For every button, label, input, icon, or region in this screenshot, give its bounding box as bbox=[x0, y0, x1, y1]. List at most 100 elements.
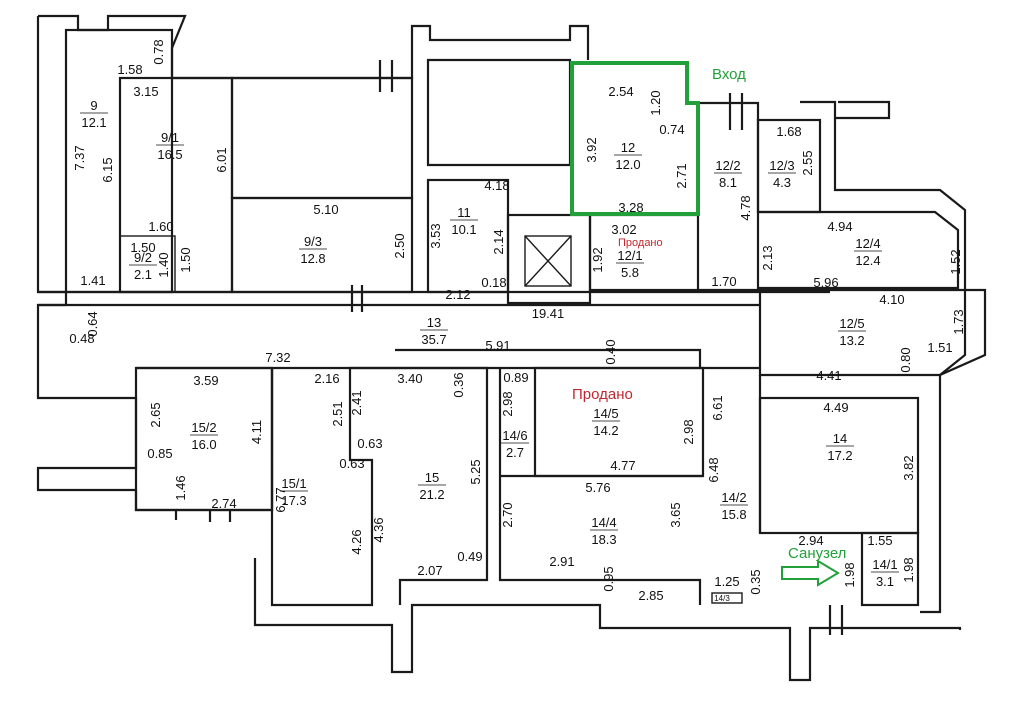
dimension-label: 7.37 bbox=[72, 145, 87, 170]
dimension-label: 1.98 bbox=[901, 557, 916, 582]
dimension-label: 5.76 bbox=[585, 480, 610, 495]
room-area-label: 21.2 bbox=[419, 487, 444, 502]
dimension-label: 1.40 bbox=[156, 252, 171, 277]
dimension-label: 4.94 bbox=[827, 219, 852, 234]
dimension-label: 4.18 bbox=[484, 178, 509, 193]
room-area-label: 5.8 bbox=[621, 265, 639, 280]
dimension-label: 6.61 bbox=[710, 395, 725, 420]
dimension-label: 0.63 bbox=[339, 456, 364, 471]
room-id-label: 11 bbox=[457, 205, 471, 220]
room-id-label: 14/6 bbox=[502, 428, 527, 443]
dimension-label: 2.98 bbox=[681, 419, 696, 444]
dimension-label: 4.78 bbox=[738, 195, 753, 220]
room-id-label: 9/3 bbox=[304, 234, 322, 249]
room-id-label: 15 bbox=[425, 470, 439, 485]
room-area-label: 2.1 bbox=[134, 267, 152, 282]
room-id-label: 12/2 bbox=[715, 158, 740, 173]
room-area-label: 15.8 bbox=[721, 507, 746, 522]
room-area-label: 16.0 bbox=[191, 437, 216, 452]
room-area-label: 4.3 bbox=[773, 175, 791, 190]
room-area-label: 16.5 bbox=[157, 147, 182, 162]
room-id-label: 15/1 bbox=[281, 476, 306, 491]
dimension-label: 3.15 bbox=[133, 84, 158, 99]
dimension-label: 7.32 bbox=[265, 350, 290, 365]
dimension-label: 1.52 bbox=[948, 249, 963, 274]
dimension-label: 2.74 bbox=[211, 496, 236, 511]
dimension-label: 1.70 bbox=[711, 274, 736, 289]
room-id-label: 14/2 bbox=[721, 490, 746, 505]
room-id-label: 12 bbox=[621, 140, 635, 155]
room-id-label: 14/1 bbox=[872, 557, 897, 572]
dimension-label: 3.53 bbox=[428, 223, 443, 248]
dimension-label: 5.25 bbox=[468, 459, 483, 484]
dimension-label: 0.74 bbox=[659, 122, 684, 137]
dimension-label: 1.58 bbox=[117, 62, 142, 77]
dimension-label: 2.13 bbox=[760, 245, 775, 270]
room-id-label: 14 bbox=[833, 431, 847, 446]
dimension-label: 2.14 bbox=[491, 229, 506, 254]
dimension-label: 6.48 bbox=[706, 457, 721, 482]
dimension-label: 19.41 bbox=[532, 306, 565, 321]
dimension-label: 1.46 bbox=[173, 475, 188, 500]
dimension-label: 1.20 bbox=[648, 90, 663, 115]
highlighted-room-outline bbox=[570, 61, 700, 216]
dimension-label: 2.71 bbox=[674, 163, 689, 188]
dimension-label: 4.26 bbox=[349, 529, 364, 554]
dimension-label: 3.02 bbox=[611, 222, 636, 237]
room-area-label: 13.2 bbox=[839, 333, 864, 348]
dimension-label: 1.92 bbox=[590, 247, 605, 272]
room-id-label: 9/1 bbox=[161, 130, 179, 145]
room-id-label: 12/3 bbox=[769, 158, 794, 173]
entrance-label: Вход bbox=[712, 66, 746, 83]
dimension-label: 6.77 bbox=[273, 487, 288, 512]
room-area-label: 12.0 bbox=[615, 157, 640, 172]
dimension-label: 1.68 bbox=[776, 124, 801, 139]
room-area-label: 12.4 bbox=[855, 253, 880, 268]
dimension-label: 2.07 bbox=[417, 563, 442, 578]
room-id-label: 14/3 bbox=[714, 594, 730, 603]
dimension-label: 3.59 bbox=[193, 373, 218, 388]
dimension-label: 2.85 bbox=[638, 588, 663, 603]
dimension-label: 3.65 bbox=[668, 502, 683, 527]
dimension-label: 0.95 bbox=[601, 566, 616, 591]
dimension-label: 4.77 bbox=[610, 458, 635, 473]
room-id-label: 15/2 bbox=[191, 420, 216, 435]
dimension-label: 1.25 bbox=[714, 574, 739, 589]
dimension-label: 2.51 bbox=[330, 401, 345, 426]
dimension-label: 3.92 bbox=[584, 137, 599, 162]
room-id-label: 12/5 bbox=[839, 316, 864, 331]
dimension-label: 2.16 bbox=[314, 371, 339, 386]
dimension-label: 2.55 bbox=[800, 150, 815, 175]
room-id-label: 13 bbox=[427, 315, 441, 330]
room-id-label: 12/1 bbox=[617, 248, 642, 263]
room-labels: 912.19/116.59/22.19/312.81110.11212.012/… bbox=[80, 98, 899, 603]
dimension-label: 2.98 bbox=[500, 391, 515, 416]
room-area-label: 2.7 bbox=[506, 445, 524, 460]
dimension-label: 2.50 bbox=[392, 233, 407, 258]
lower-walls bbox=[134, 288, 967, 607]
elevator-shaft bbox=[524, 235, 572, 287]
dimension-label: 0.63 bbox=[357, 436, 382, 451]
dimension-label: 2.54 bbox=[608, 84, 633, 99]
dimension-label: 0.78 bbox=[151, 39, 166, 64]
sold-label-main: Продано bbox=[572, 386, 633, 403]
dimension-label: 2.65 bbox=[148, 402, 163, 427]
room-area-label: 3.1 bbox=[876, 574, 894, 589]
dimension-label: 1.51 bbox=[927, 340, 952, 355]
dimension-label: 4.10 bbox=[879, 292, 904, 307]
dimension-label: 1.50 bbox=[178, 247, 193, 272]
dimension-label: 1.41 bbox=[80, 273, 105, 288]
room-id-label: 9/2 bbox=[134, 250, 152, 265]
dimension-label: 0.89 bbox=[503, 370, 528, 385]
dimension-label: 2.70 bbox=[500, 502, 515, 527]
dimension-label: 5.91 bbox=[485, 338, 510, 353]
room-area-label: 14.2 bbox=[593, 423, 618, 438]
dimension-label: 6.15 bbox=[100, 157, 115, 182]
dimension-label: 4.11 bbox=[249, 420, 264, 444]
dimension-label: 0.36 bbox=[451, 372, 466, 397]
room-id-label: 14/4 bbox=[591, 515, 616, 530]
dimension-label: 5.10 bbox=[313, 202, 338, 217]
room-id-label: 12/4 bbox=[855, 236, 880, 251]
